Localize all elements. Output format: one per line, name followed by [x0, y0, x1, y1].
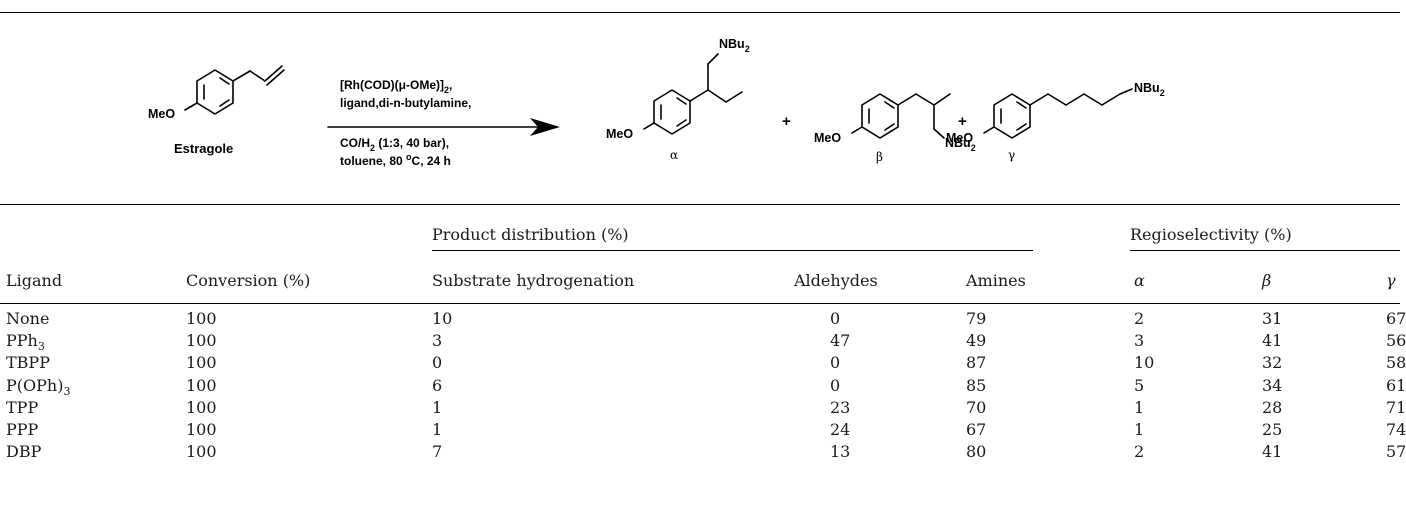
cell-amines: 70 [966, 397, 987, 417]
gamma-meo-label: MeO [946, 131, 973, 145]
scheme-bottom-rule [0, 204, 1400, 205]
cell-aldehydes: 0 [830, 309, 841, 328]
cell-beta: 28 [1262, 397, 1283, 417]
cell-beta: 41 [1262, 442, 1283, 462]
alpha-nbu2-label: NBu2 [719, 37, 750, 54]
cell-hydrogenation: 7 [432, 442, 443, 462]
cell-alpha: 10 [1134, 353, 1155, 373]
beta-label: β [876, 150, 883, 164]
cell-conversion: 100 [186, 397, 217, 417]
cell-aldehydes: 24 [830, 420, 851, 439]
header-product-distribution: Product distribution (%) [432, 225, 629, 244]
cell-alpha: 1 [1134, 397, 1145, 417]
cell-amines: 79 [966, 309, 987, 328]
cell-gamma: 58 [1386, 353, 1406, 373]
column-header-gamma: γ [1386, 271, 1396, 290]
cell-gamma: 67 [1386, 309, 1406, 328]
cell-ligand: TPP [6, 397, 39, 417]
cell-gamma: 61 [1386, 375, 1406, 395]
cell-conversion: 100 [186, 442, 217, 462]
column-header-ligand: Ligand [6, 271, 63, 290]
cell-amines: 67 [966, 420, 987, 439]
plus-sign-1: + [782, 113, 791, 130]
cell-beta: 34 [1262, 375, 1283, 395]
cell-conversion: 100 [186, 331, 217, 351]
gamma-label: γ [1008, 148, 1015, 162]
column-header-substrate-hydrogenation: Substrate hydrogenation [432, 271, 635, 290]
cell-beta: 32 [1262, 353, 1283, 373]
regioselectivity-underline [1130, 250, 1400, 251]
gamma-nbu2-label: NBu2 [1134, 81, 1165, 98]
beta-product-structure [851, 93, 951, 139]
plus-sign-2: + [958, 113, 967, 130]
cell-amines: 85 [966, 375, 987, 395]
beta-nbu2-label: NBu2 [945, 136, 976, 153]
cell-ligand: P(OPh)3 [6, 375, 71, 398]
cell-aldehydes: 0 [830, 375, 841, 395]
alpha-label: α [670, 148, 678, 162]
column-header-conversion: Conversion (%) [186, 271, 311, 290]
cell-hydrogenation: 6 [432, 375, 443, 395]
cell-amines: 49 [966, 331, 987, 351]
reagent-line-4: toluene, 80 oC, 24 h [340, 152, 451, 168]
product-distribution-underline [432, 250, 1033, 251]
cell-gamma: 57 [1386, 442, 1406, 462]
header-regioselectivity: Regioselectivity (%) [1130, 225, 1292, 244]
cell-beta: 25 [1262, 420, 1283, 439]
estragole-meo-label: MeO [148, 107, 175, 121]
arrow-head [530, 118, 560, 136]
cell-hydrogenation: 1 [432, 420, 443, 439]
cell-aldehydes: 13 [830, 442, 851, 462]
estragole-label: Estragole [174, 141, 233, 156]
alpha-product-structure [643, 53, 743, 135]
reagent-line-2: ligand,di-n-butylamine, [340, 96, 471, 110]
cell-conversion: 100 [186, 309, 217, 328]
column-header-amines: Amines [966, 271, 1026, 290]
cell-alpha: 2 [1134, 442, 1145, 462]
gamma-product-structure [983, 88, 1133, 139]
reagent-line-3: CO/H2 (1:3, 40 bar), [340, 136, 449, 153]
cell-beta: 31 [1262, 309, 1283, 328]
cell-amines: 87 [966, 353, 987, 373]
cell-alpha: 3 [1134, 331, 1145, 351]
column-header-beta: β [1262, 271, 1272, 290]
cell-alpha: 1 [1134, 420, 1145, 439]
estragole-structure [184, 65, 285, 115]
cell-conversion: 100 [186, 420, 217, 439]
cell-aldehydes: 47 [830, 331, 851, 351]
cell-ligand: None [6, 309, 50, 328]
alpha-meo-label: MeO [606, 127, 633, 141]
cell-hydrogenation: 1 [432, 397, 443, 417]
reaction-scheme: MeO Estragole [Rh(COD)(μ-OMe)]2, ligand,… [148, 37, 1165, 168]
cell-hydrogenation: 0 [432, 353, 443, 373]
cell-gamma: 74 [1386, 420, 1406, 439]
cell-aldehydes: 0 [830, 353, 841, 373]
cell-alpha: 5 [1134, 375, 1145, 395]
cell-ligand: DBP [6, 442, 42, 462]
cell-ligand: PPP [6, 420, 39, 439]
cell-beta: 41 [1262, 331, 1283, 351]
cell-amines: 80 [966, 442, 987, 462]
cell-conversion: 100 [186, 375, 217, 395]
cell-aldehydes: 23 [830, 397, 851, 417]
cell-ligand: PPh3 [6, 331, 45, 354]
cell-alpha: 2 [1134, 309, 1145, 328]
cell-hydrogenation: 10 [432, 309, 453, 328]
cell-gamma: 71 [1386, 397, 1406, 417]
cell-ligand: TBPP [6, 353, 50, 373]
column-header-aldehydes: Aldehydes [794, 271, 878, 290]
cell-hydrogenation: 3 [432, 331, 443, 351]
reagent-line-1: [Rh(COD)(μ-OMe)]2, [340, 78, 452, 95]
header-bottom-rule [0, 303, 1400, 304]
top-rule [0, 12, 1400, 13]
column-header-alpha: α [1134, 271, 1145, 290]
beta-meo-label: MeO [814, 131, 841, 145]
cell-conversion: 100 [186, 353, 217, 373]
cell-gamma: 56 [1386, 331, 1406, 351]
